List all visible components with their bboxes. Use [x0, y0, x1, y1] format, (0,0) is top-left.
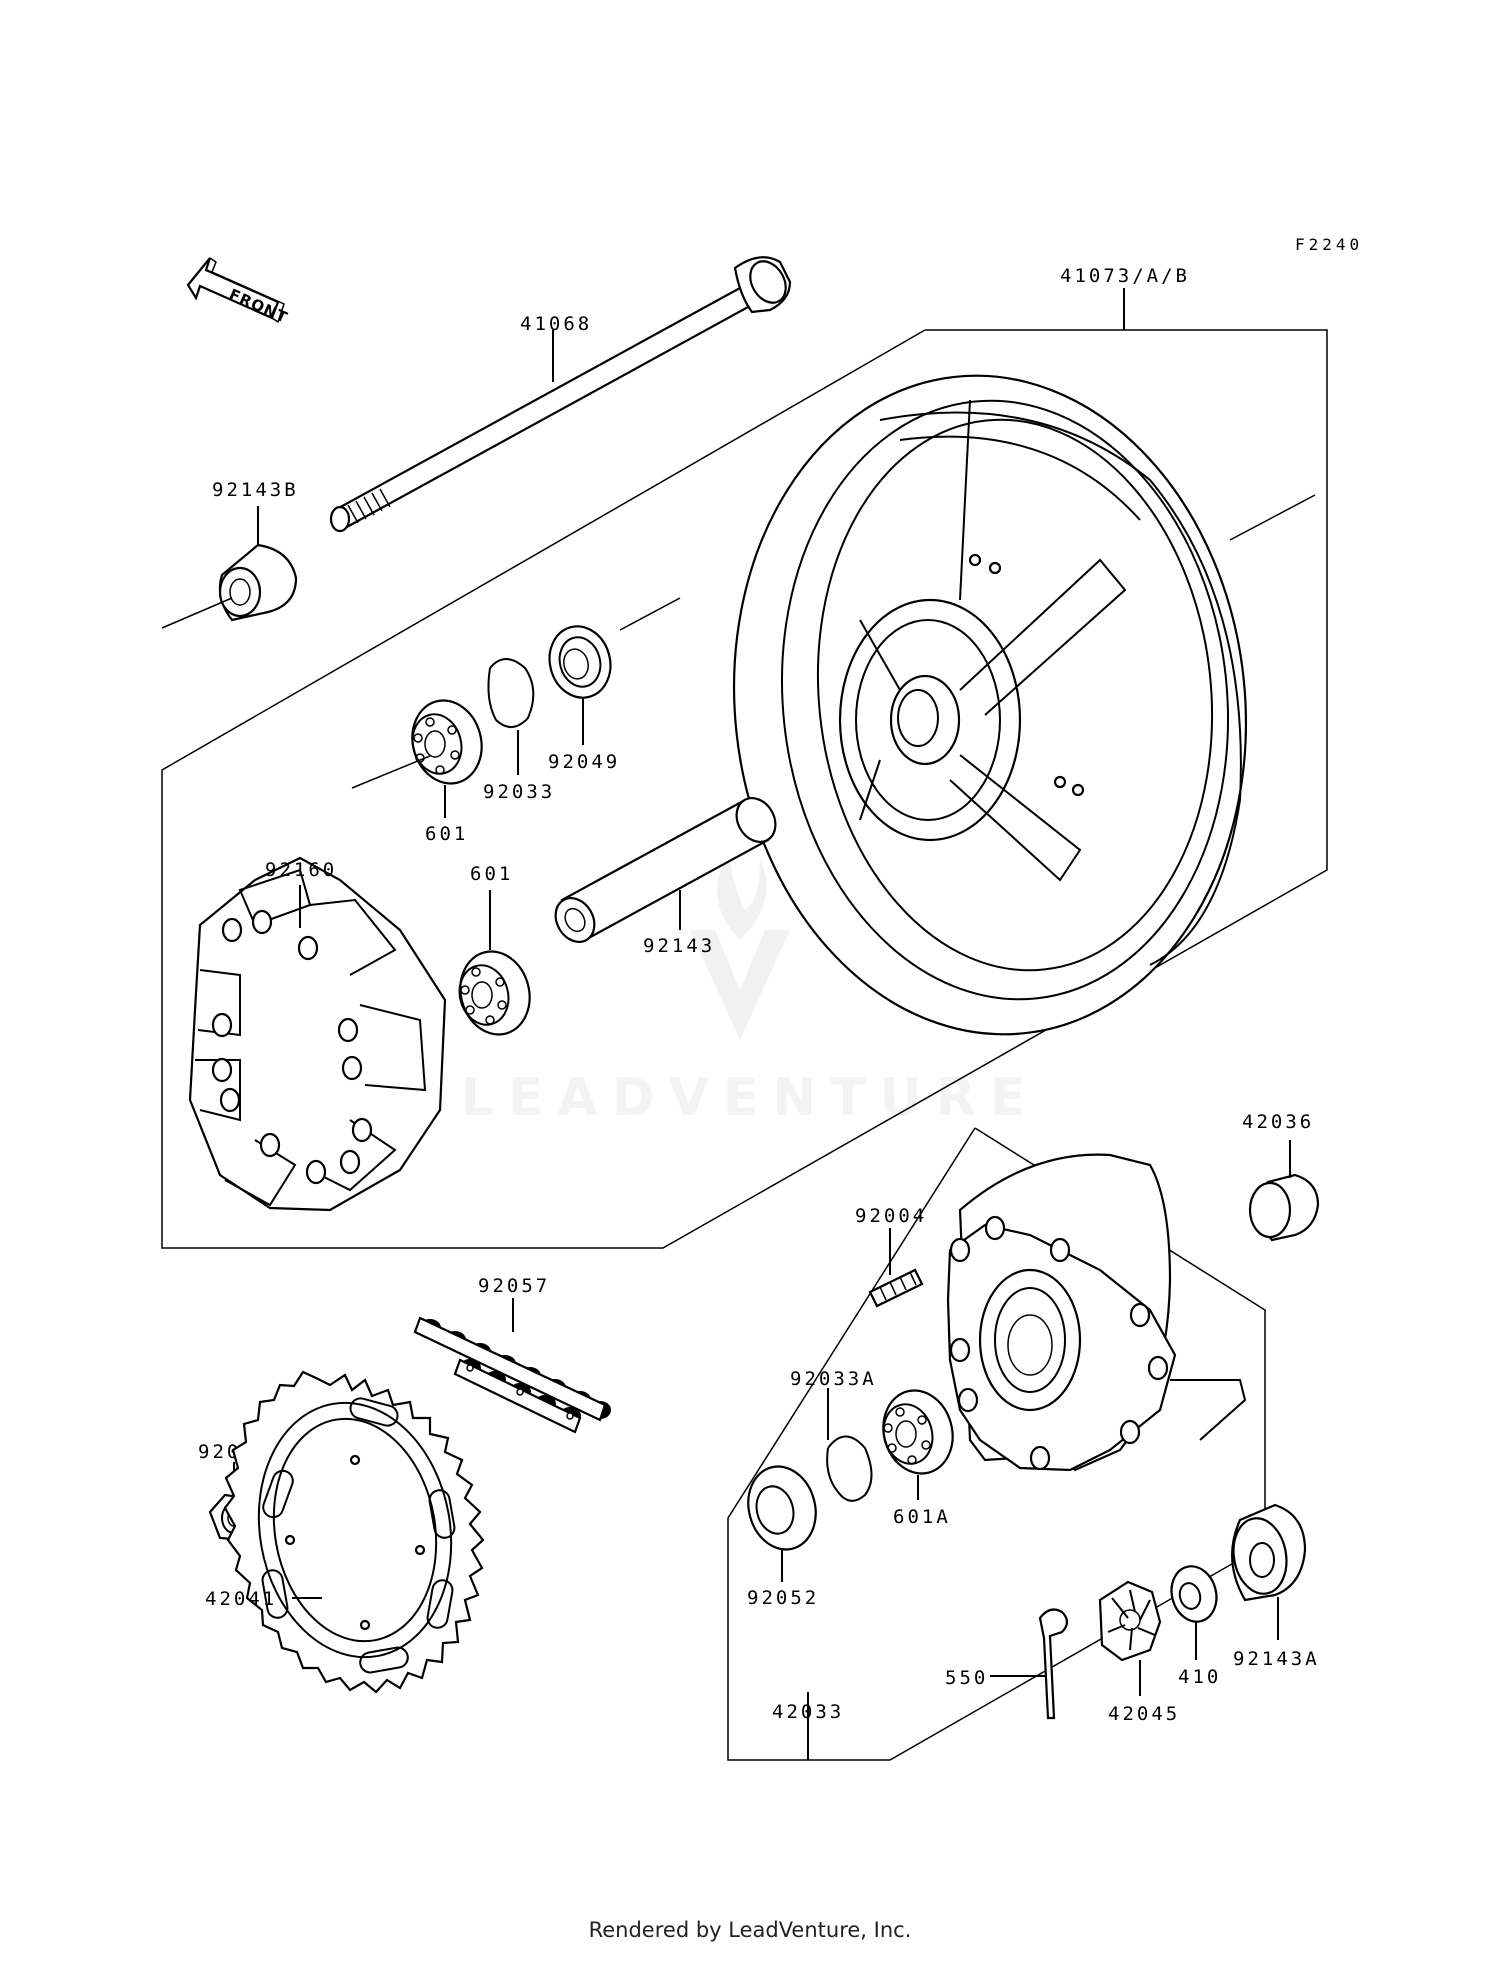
- castle-nut-42045: [1098, 1580, 1162, 1662]
- rear-wheel: [732, 374, 1248, 1036]
- label-41073: 41073/A/B: [1060, 265, 1190, 287]
- label-410: 410: [1178, 1666, 1221, 1688]
- label-601-mid: 601: [470, 863, 513, 885]
- label-92052: 92052: [747, 1587, 819, 1609]
- front-arrow-icon: FRONT: [186, 257, 291, 327]
- footer-credit: Rendered by LeadVenture, Inc.: [588, 1918, 912, 1942]
- label-550: 550: [945, 1667, 988, 1689]
- spacer-92143b: [218, 543, 298, 622]
- collar-42036: [1248, 1173, 1320, 1242]
- axle: [329, 256, 792, 533]
- watermark-text: LEADVENTURE: [461, 1068, 1040, 1128]
- label-601a: 601A: [893, 1506, 951, 1528]
- sprocket-42041: [223, 1370, 485, 1694]
- label-92033: 92033: [483, 781, 555, 803]
- bearing-601a: [882, 1389, 954, 1475]
- label-42036: 42036: [1242, 1111, 1314, 1133]
- stud-92004: [868, 1268, 924, 1308]
- label-92143: 92143: [643, 935, 715, 957]
- rear-hub: [946, 1153, 1247, 1472]
- label-92049: 92049: [548, 751, 620, 773]
- label-42041: 42041: [205, 1588, 277, 1610]
- label-601-top: 601: [425, 823, 468, 845]
- wheel-group-outline: [161, 329, 1328, 1249]
- label-92004: 92004: [855, 1205, 927, 1227]
- label-92057: 92057: [478, 1275, 550, 1297]
- label-92033a: 92033A: [790, 1368, 877, 1390]
- circlip-92033: [487, 658, 535, 728]
- oil-seal-92052: [747, 1465, 817, 1551]
- oil-seal-92049: [548, 625, 612, 699]
- damper-92160: [188, 856, 447, 1212]
- cotter-pin-550: [1038, 1608, 1069, 1720]
- washer-410: [1170, 1565, 1218, 1623]
- label-42045: 42045: [1108, 1703, 1180, 1725]
- bearing-601-top: [411, 699, 483, 785]
- watermark: LEADVENTURE: [461, 850, 1040, 1128]
- figure-code: F2240: [1295, 235, 1363, 254]
- label-92143b: 92143B: [212, 479, 299, 501]
- circlip-92033a: [826, 1435, 873, 1502]
- hub-group-outline: [727, 1127, 1266, 1761]
- label-41068: 41068: [520, 313, 592, 335]
- label-92143a: 92143A: [1233, 1648, 1320, 1670]
- bearing-601-mid: [458, 950, 531, 1036]
- chain-joint-92057: [413, 1316, 611, 1434]
- front-label: FRONT: [226, 285, 290, 327]
- label-92160: 92160: [265, 859, 337, 881]
- label-42033: 42033: [772, 1701, 844, 1723]
- collar-92143a: [1231, 1503, 1307, 1602]
- collar-92143: [554, 797, 777, 943]
